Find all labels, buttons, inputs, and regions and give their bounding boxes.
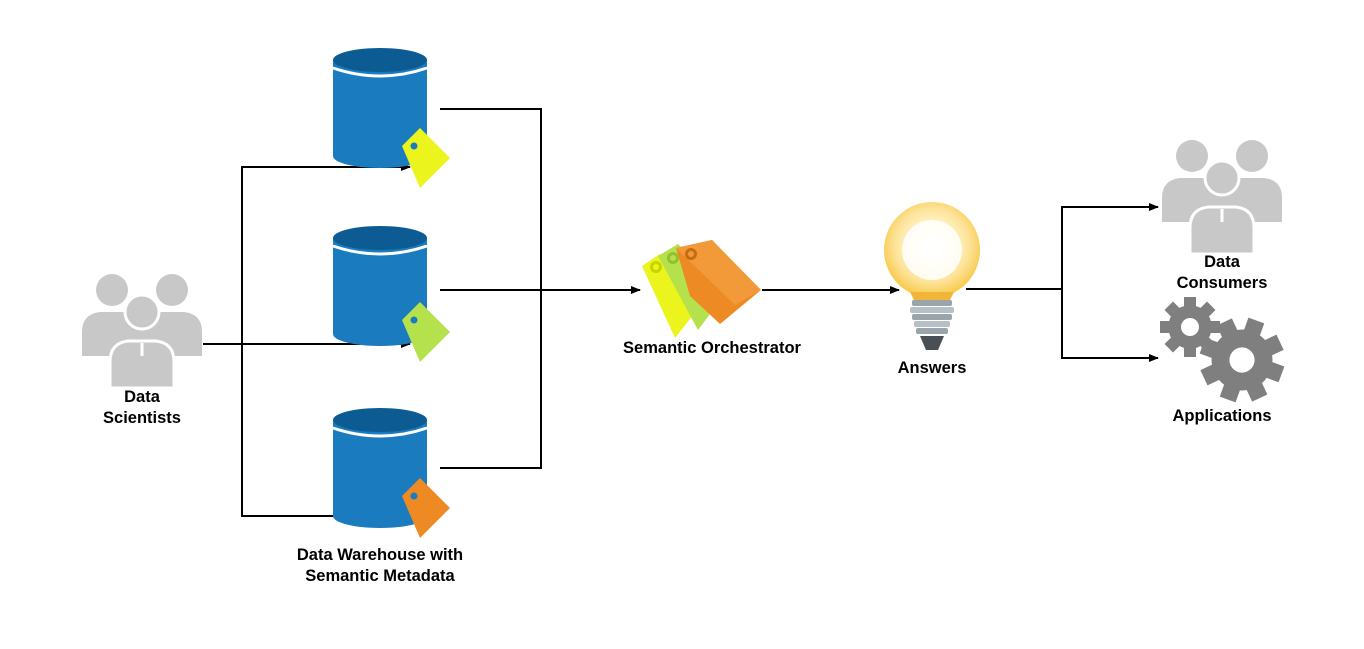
data-scientists-users-icon — [82, 274, 202, 390]
warehouse-label-line1: Data Warehouse with — [296, 546, 464, 564]
applications-label: Applications — [1172, 407, 1272, 425]
data-scientists-label: Data Scientists — [72, 387, 212, 429]
data-consumers-label: Data Consumers — [1152, 252, 1292, 294]
applications-gears-icon — [1160, 297, 1296, 414]
data-scientists-label-line1: Data — [124, 388, 160, 406]
data-consumers-users-icon — [1162, 140, 1282, 256]
answers-to-outputs-connectors — [966, 203, 1159, 362]
data-consumers-label-line2: Consumers — [1176, 274, 1268, 292]
warehouse-label: Data Warehouse with Semantic Metadata — [250, 545, 510, 587]
data-scientists-label-line2: Scientists — [103, 409, 181, 427]
answers-label: Answers — [897, 359, 967, 377]
data-consumers-label-line1: Data — [1204, 253, 1240, 271]
semantic-orchestrator-label: Semantic Orchestrator — [623, 339, 801, 357]
warehouse-to-orchestrator-connectors — [440, 108, 641, 469]
orchestrator-tags-icon — [642, 240, 761, 338]
warehouse-label-line2: Semantic Metadata — [305, 567, 455, 585]
lightbulb-icon — [884, 202, 980, 350]
